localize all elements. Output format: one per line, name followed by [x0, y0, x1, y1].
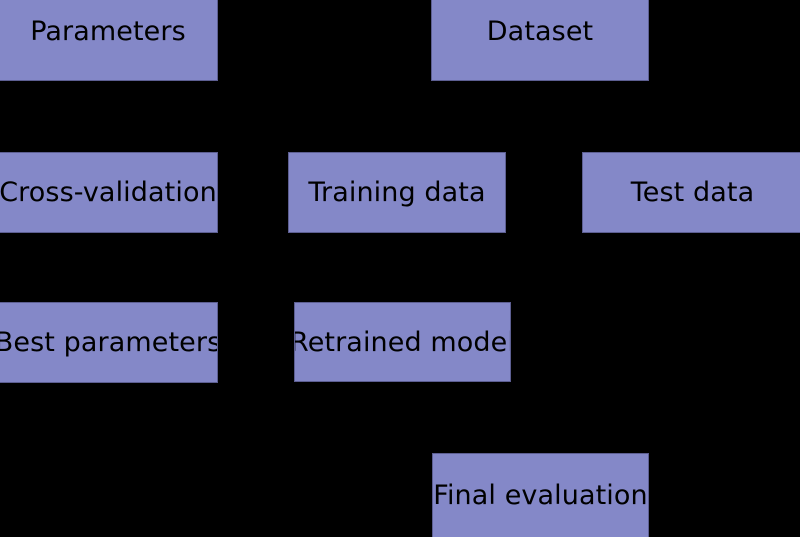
- node-dataset[interactable]: Dataset: [431, 0, 649, 81]
- node-cross-validation-label: Cross-validation: [0, 177, 217, 208]
- node-final-evaluation[interactable]: Final evaluation: [432, 453, 649, 537]
- node-parameters[interactable]: Parameters: [0, 0, 218, 81]
- node-test-data-label: Test data: [630, 177, 755, 208]
- node-retrained-model[interactable]: Retrained model: [294, 302, 511, 382]
- node-training-data[interactable]: Training data: [288, 152, 506, 233]
- node-best-parameters[interactable]: Best parameters: [0, 302, 218, 383]
- node-test-data[interactable]: Test data: [582, 152, 800, 233]
- node-cross-validation[interactable]: Cross-validation: [0, 152, 218, 233]
- node-training-data-label: Training data: [308, 177, 486, 208]
- node-best-parameters-label: Best parameters: [0, 327, 218, 358]
- node-dataset-label: Dataset: [486, 16, 594, 47]
- node-retrained-model-label: Retrained model: [294, 326, 511, 358]
- node-final-evaluation-label: Final evaluation: [433, 480, 648, 511]
- node-parameters-label: Parameters: [30, 16, 186, 47]
